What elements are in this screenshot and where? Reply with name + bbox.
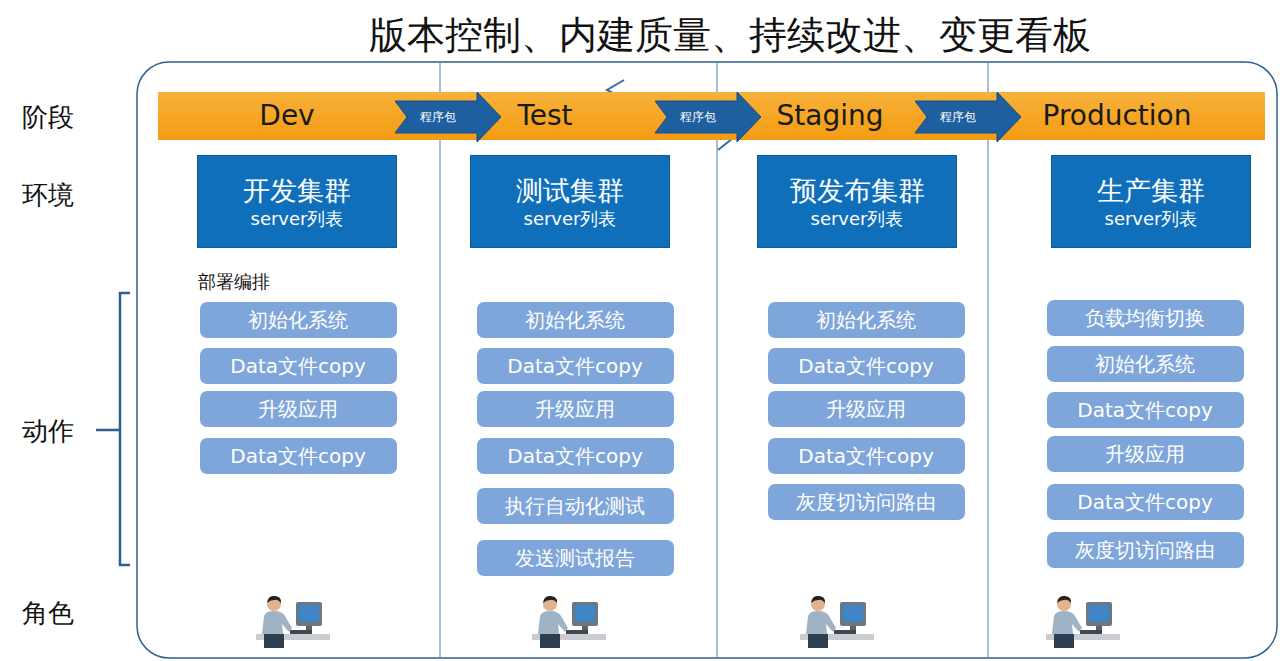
action-box: Data文件copy bbox=[200, 438, 397, 474]
cluster-detail: server列表 bbox=[811, 208, 904, 230]
cluster-detail: server列表 bbox=[251, 208, 344, 230]
cluster-box: 测试集群server列表 bbox=[470, 155, 670, 248]
person-icon bbox=[256, 596, 1120, 648]
row-label: 阶段 bbox=[22, 100, 74, 135]
action-box: Data文件copy bbox=[768, 438, 965, 474]
action-box: Data文件copy bbox=[200, 348, 397, 384]
row-label: 环境 bbox=[22, 178, 74, 213]
cluster-name: 开发集群 bbox=[243, 174, 351, 208]
cluster-box: 预发布集群server列表 bbox=[757, 155, 957, 248]
action-bracket bbox=[96, 293, 130, 565]
action-box: 发送测试报告 bbox=[477, 540, 674, 576]
cluster-box: 生产集群server列表 bbox=[1051, 155, 1251, 248]
stage-name: Staging bbox=[777, 92, 884, 140]
action-box: 初始化系统 bbox=[477, 302, 674, 338]
row-label: 角色 bbox=[22, 596, 74, 631]
action-name: 初始化系统 bbox=[1095, 351, 1195, 378]
action-box: 升级应用 bbox=[477, 391, 674, 427]
cluster-box: 开发集群server列表 bbox=[197, 155, 397, 248]
action-name: 初始化系统 bbox=[525, 307, 625, 334]
action-name: 升级应用 bbox=[826, 396, 906, 423]
action-name: 升级应用 bbox=[535, 396, 615, 423]
cluster-name: 生产集群 bbox=[1097, 174, 1205, 208]
action-name: Data文件copy bbox=[1077, 489, 1213, 516]
stage-name: Test bbox=[517, 92, 572, 140]
action-name: 升级应用 bbox=[258, 396, 338, 423]
column-divider bbox=[440, 63, 988, 657]
action-name: Data文件copy bbox=[798, 443, 934, 470]
stage-name: Dev bbox=[259, 92, 314, 140]
action-box: 灰度切访问路由 bbox=[768, 484, 965, 520]
action-box: 初始化系统 bbox=[768, 302, 965, 338]
action-name: 发送测试报告 bbox=[515, 545, 635, 572]
action-box: 升级应用 bbox=[200, 391, 397, 427]
diagram-title: 版本控制、内建质量、持续改进、变更看板 bbox=[0, 10, 1280, 61]
action-box: 负载均衡切换 bbox=[1047, 300, 1244, 336]
package-label: 程序包 bbox=[395, 92, 482, 142]
action-box: Data文件copy bbox=[477, 348, 674, 384]
action-box: Data文件copy bbox=[768, 348, 965, 384]
action-name: 初始化系统 bbox=[248, 307, 348, 334]
outer-frame bbox=[137, 62, 1277, 658]
package-arrow: 程序包 bbox=[915, 92, 1021, 142]
action-box: 升级应用 bbox=[768, 391, 965, 427]
action-name: Data文件copy bbox=[230, 443, 366, 470]
group-caption: 部署编排 bbox=[198, 270, 270, 294]
stage-band: Dev Test Staging Production 程序包 程序包 程序包 bbox=[158, 92, 1265, 140]
action-name: Data文件copy bbox=[507, 443, 643, 470]
action-box: Data文件copy bbox=[1047, 484, 1244, 520]
action-name: Data文件copy bbox=[230, 353, 366, 380]
action-name: 初始化系统 bbox=[816, 307, 916, 334]
action-box: 执行自动化测试 bbox=[477, 488, 674, 524]
action-name: Data文件copy bbox=[798, 353, 934, 380]
action-box: 灰度切访问路由 bbox=[1047, 532, 1244, 568]
action-name: Data文件copy bbox=[1077, 397, 1213, 424]
cluster-name: 预发布集群 bbox=[790, 174, 925, 208]
action-box: 升级应用 bbox=[1047, 436, 1244, 472]
package-label: 程序包 bbox=[655, 92, 742, 142]
action-box: Data文件copy bbox=[477, 438, 674, 474]
action-name: 升级应用 bbox=[1105, 441, 1185, 468]
cluster-detail: server列表 bbox=[1105, 208, 1198, 230]
action-name: 灰度切访问路由 bbox=[1075, 537, 1215, 564]
package-arrow: 程序包 bbox=[655, 92, 761, 142]
action-box: Data文件copy bbox=[1047, 392, 1244, 428]
action-name: Data文件copy bbox=[507, 353, 643, 380]
cluster-name: 测试集群 bbox=[516, 174, 624, 208]
package-arrow: 程序包 bbox=[395, 92, 501, 142]
cluster-detail: server列表 bbox=[524, 208, 617, 230]
stage-name: Production bbox=[1043, 92, 1192, 140]
action-name: 负载均衡切换 bbox=[1085, 305, 1205, 332]
action-box: 初始化系统 bbox=[1047, 346, 1244, 382]
action-name: 灰度切访问路由 bbox=[796, 489, 936, 516]
row-label: 动作 bbox=[22, 414, 74, 449]
package-label: 程序包 bbox=[915, 92, 1002, 142]
action-name: 执行自动化测试 bbox=[505, 493, 645, 520]
action-box: 初始化系统 bbox=[200, 302, 397, 338]
